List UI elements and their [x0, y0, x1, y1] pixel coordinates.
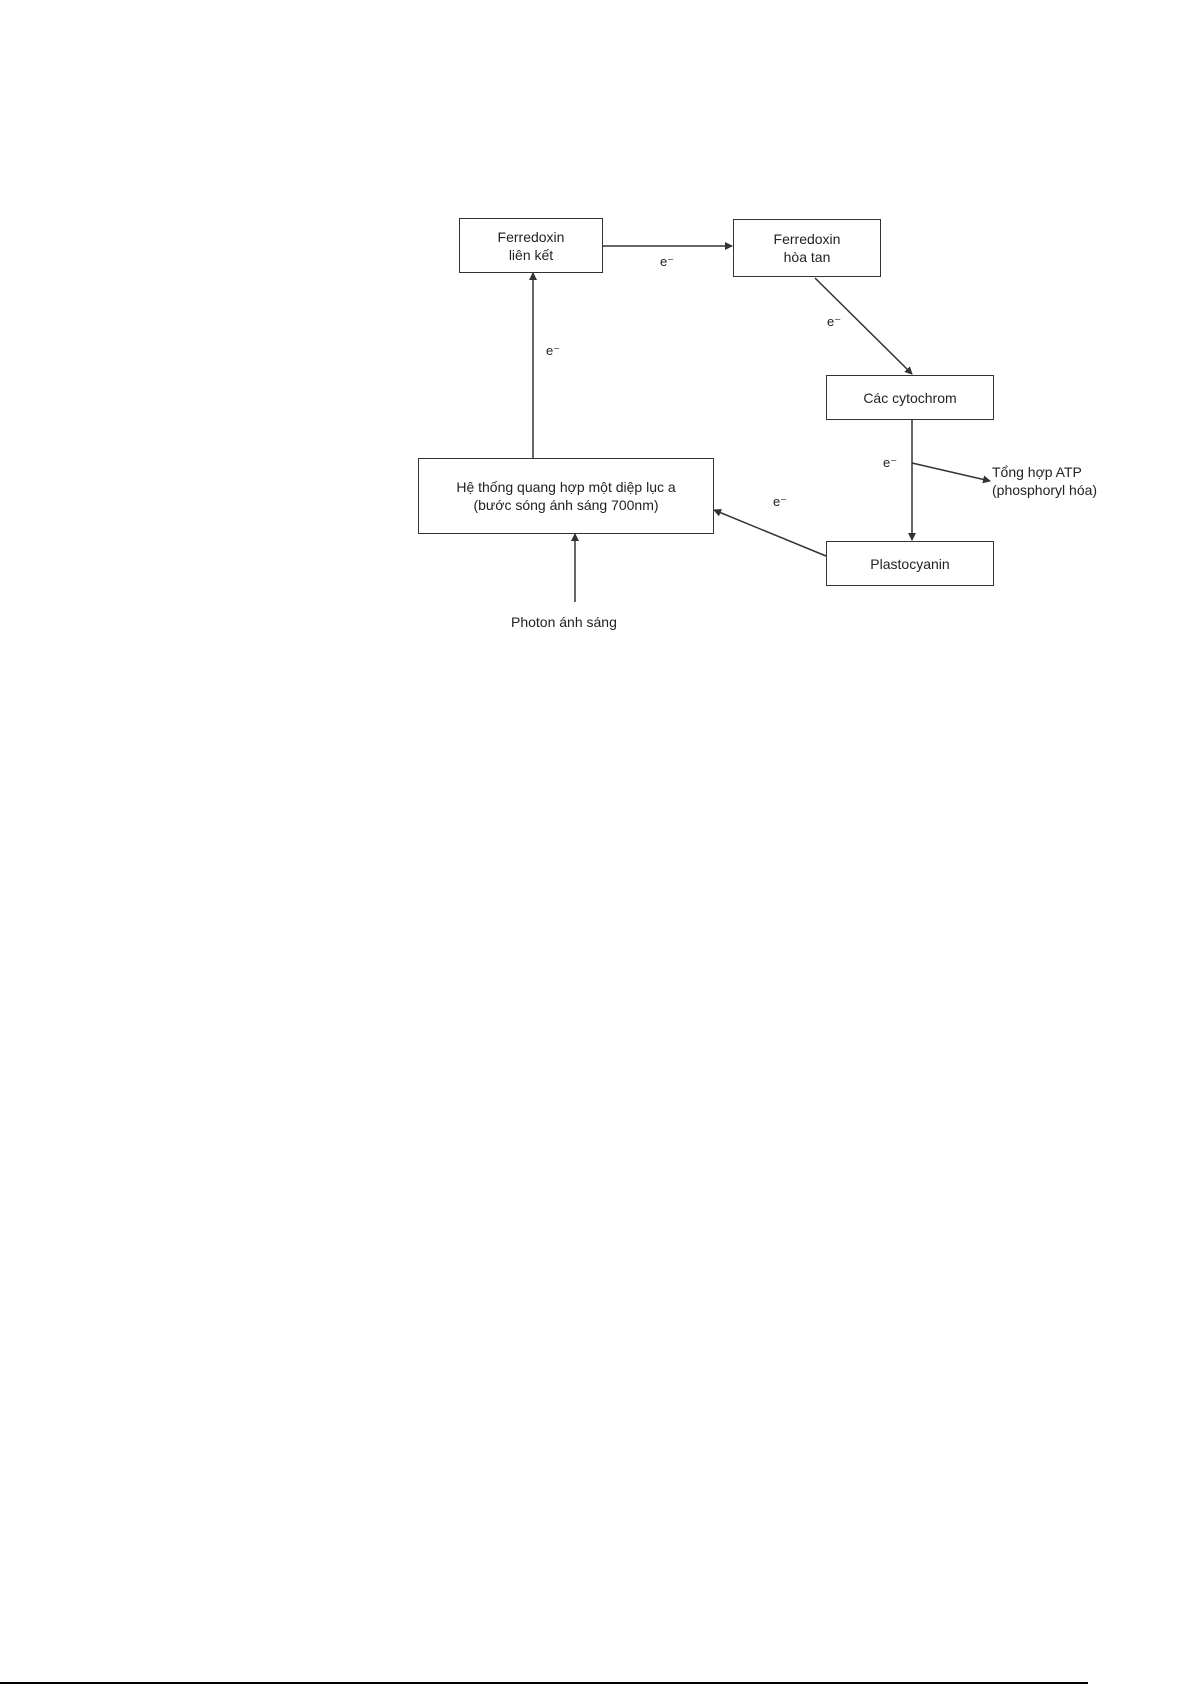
- arrow-to-atp: [911, 462, 991, 484]
- arrow-soluble-to-cytochrom: [814, 277, 913, 375]
- electron-label: e⁻: [883, 455, 898, 470]
- node-label: Plastocyanin: [870, 555, 950, 572]
- node-ferredoxin-bound: Ferredoxin liên kết: [459, 218, 603, 273]
- electron-label: e⁻: [660, 254, 675, 269]
- node-photosystem: Hệ thống quang hợp một diệp lục a (bước …: [418, 458, 714, 534]
- node-ferredoxin-soluble: Ferredoxin hòa tan: [733, 219, 881, 277]
- atp-synthesis-label: Tổng hợp ATP: [992, 464, 1082, 480]
- node-label: hòa tan: [783, 249, 831, 265]
- node-label: liên kết: [508, 246, 554, 263]
- electron-label: e⁻: [546, 343, 561, 358]
- photon-label: Photon ánh sáng: [511, 614, 617, 630]
- node-label: (bước sóng ánh sáng 700nm): [473, 497, 659, 513]
- electron-label: e⁻: [773, 494, 788, 509]
- node-label: Ferredoxin: [773, 231, 841, 247]
- node-plastocyanin: Plastocyanin: [826, 541, 994, 586]
- node-label: Các cytochrom: [863, 389, 957, 406]
- phosphorylation-label: (phosphoryl hóa): [992, 482, 1098, 498]
- arrow-plastocyanin-to-photosystem: [713, 508, 827, 557]
- electron-label: e⁻: [827, 314, 842, 329]
- page-bottom-rule: [0, 1682, 1088, 1684]
- node-label: Ferredoxin: [497, 228, 565, 245]
- node-label: Hệ thống quang hợp một diệp lục a: [456, 479, 676, 495]
- node-cytochromes: Các cytochrom: [826, 375, 994, 420]
